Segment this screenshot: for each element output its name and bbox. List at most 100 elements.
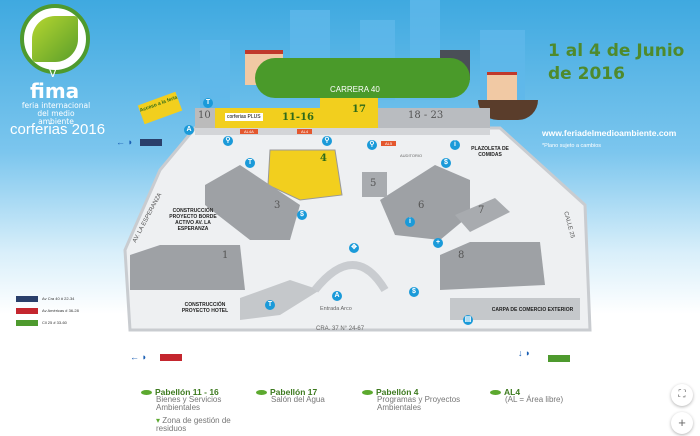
- pavilion-10-label: 10: [198, 110, 211, 121]
- borde-activo-label: CONSTRUCCIÓN PROYECTO BORDE ACTIVO AV. L…: [169, 208, 217, 232]
- legend-item: AL4 (AL = Área libre): [490, 388, 590, 404]
- legend-item: Pabellón 17 Salón del Agua: [256, 388, 346, 404]
- address-item: Av Cra 40 # 22-34: [16, 296, 74, 302]
- zoom-in-button[interactable]: +: [671, 412, 693, 434]
- hotel-shape: [240, 280, 320, 320]
- entrance-label: Entrada Arco: [320, 306, 352, 312]
- organizer: corferias 2016: [10, 121, 106, 138]
- pavilion-8-label: 8: [458, 250, 465, 261]
- ground-illustration: [478, 100, 538, 120]
- date-line: 1 al 4 de Junio: [548, 41, 685, 61]
- address-item: Cll 25 # 33-60: [16, 320, 67, 326]
- parking-sign: [160, 354, 182, 361]
- atm-icon[interactable]: ▤: [463, 315, 473, 325]
- pavilion-8-shape[interactable]: [440, 242, 545, 290]
- parking-sign: [140, 139, 162, 146]
- gate-a-icon[interactable]: A: [184, 125, 194, 135]
- leaf-icon: [256, 390, 267, 396]
- elevator-icon[interactable]: T: [245, 158, 255, 168]
- pavilion-facade: [195, 128, 490, 135]
- leaf-icon: [141, 390, 152, 396]
- legend-item: Pabellón 4 Programas y Proyectos Ambient…: [362, 388, 472, 412]
- entrance-arch: [311, 261, 389, 293]
- money-icon[interactable]: $: [409, 287, 419, 297]
- disclaimer: *Plano sujeto a cambios: [542, 143, 602, 149]
- arrow-down-icon: ↓ ◗: [518, 348, 531, 358]
- pavilion-1-label: 1: [222, 250, 229, 261]
- pavilion-4-shape[interactable]: [267, 149, 343, 201]
- website-link[interactable]: www.feriadelmedioambiente.com: [542, 128, 677, 138]
- pavilion-6-label: 6: [418, 200, 425, 211]
- gate-t-icon[interactable]: T: [203, 98, 213, 108]
- gate-a-south-icon[interactable]: A: [332, 291, 342, 301]
- leaf-icon: [490, 390, 501, 396]
- pavilion-3-shape[interactable]: [205, 165, 300, 240]
- move-icon[interactable]: ✥: [349, 243, 359, 253]
- money-icon[interactable]: $: [297, 210, 307, 220]
- first-aid-icon[interactable]: +: [433, 238, 443, 248]
- trees-illustration: [255, 58, 470, 98]
- building-illustration: [487, 72, 517, 102]
- hotel-label: CONSTRUCCIÓN PROYECTO HOTEL: [181, 302, 229, 314]
- al4a-tag: AL4A: [240, 129, 258, 134]
- plazoleta-label: PLAZOLETA DE COMIDAS: [471, 146, 509, 158]
- transport-icon[interactable]: T: [265, 300, 275, 310]
- restroom-icon[interactable]: ⚲: [322, 136, 332, 146]
- carpa-shape[interactable]: [450, 298, 580, 320]
- edition: V: [49, 67, 57, 80]
- info-icon[interactable]: i: [405, 217, 415, 227]
- pavilion-7-label: 7: [478, 205, 485, 216]
- address-item: Av Américas # 36-28: [16, 308, 79, 314]
- pavilion-17-label: 17: [352, 104, 366, 115]
- legend-desc: (AL = Área libre): [505, 395, 564, 404]
- legend-title: Pabellón 17: [270, 387, 318, 397]
- pavilion-6-shape[interactable]: [380, 165, 470, 240]
- sponsor-badge: corferias PLUS: [225, 113, 263, 121]
- pavilion-7-shape[interactable]: [455, 198, 510, 232]
- legend-sub: ▾ Zona de gestión de residuos: [141, 417, 251, 433]
- carpa-label: CARPA DE COMERCIO EXTERIOR: [491, 307, 574, 313]
- fit-screen-button[interactable]: ⛶: [671, 384, 693, 406]
- pavilion-3-label: 3: [274, 200, 281, 211]
- money-icon[interactable]: $: [441, 158, 451, 168]
- auditorio-label: AUDITORIO: [400, 153, 423, 158]
- pavilion-5-label: 5: [370, 178, 377, 189]
- pavilion-5-shape[interactable]: [362, 172, 387, 197]
- arrow-left-icon: ← ◗: [116, 137, 133, 147]
- address-text: Av Américas # 36-28: [42, 308, 79, 314]
- pavilion-1-shape[interactable]: [130, 245, 245, 290]
- fima-logo: [20, 4, 90, 74]
- arrow-left-icon: ← ◗: [130, 352, 147, 362]
- al5-tag: AL5: [381, 141, 397, 146]
- pavilion-4-label: 4: [320, 153, 327, 164]
- restroom-icon[interactable]: ⚲: [367, 140, 377, 150]
- pavilion-18-23-label: 18 - 23: [408, 110, 444, 121]
- brand-name: fima: [30, 79, 80, 103]
- address-text: Cll 25 # 33-60: [42, 320, 67, 326]
- legend-title: AL4: [504, 387, 521, 397]
- address-text: Av Cra 40 # 22-34: [42, 296, 75, 302]
- legend-item: Pabellón 11 - 16 Bienes y Servicios Ambi…: [141, 388, 251, 433]
- legend-title: Pabellón 11 - 16: [155, 387, 219, 397]
- legend-desc: Programas y Proyectos Ambientales: [377, 395, 461, 412]
- tagline-line: feria internacional: [21, 101, 91, 110]
- pavilion-18-23-shape[interactable]: [378, 108, 490, 130]
- al4-tag: AL4: [297, 129, 313, 134]
- legend-sub-text: Zona de gestión de residuos: [156, 416, 231, 433]
- leaf-icon: [362, 390, 373, 396]
- legend-desc: Salón del Agua: [271, 395, 325, 404]
- street-north: CARRERA 40: [330, 85, 380, 94]
- pavilion-17-shape[interactable]: [320, 98, 378, 128]
- bullet-icon: ▾: [156, 416, 163, 425]
- legend-desc: Bienes y Servicios Ambientales: [156, 395, 222, 412]
- street-south: CRA. 37 N° 24-67: [316, 326, 365, 332]
- info-icon[interactable]: i: [450, 140, 460, 150]
- tagline-line: del medio ambiente: [37, 109, 75, 126]
- restroom-icon[interactable]: ⚲: [223, 136, 233, 146]
- pavilion-11-16-label: 11-16: [282, 112, 314, 123]
- pavilion-10-shape[interactable]: [195, 108, 215, 128]
- parking-sign: [548, 355, 570, 362]
